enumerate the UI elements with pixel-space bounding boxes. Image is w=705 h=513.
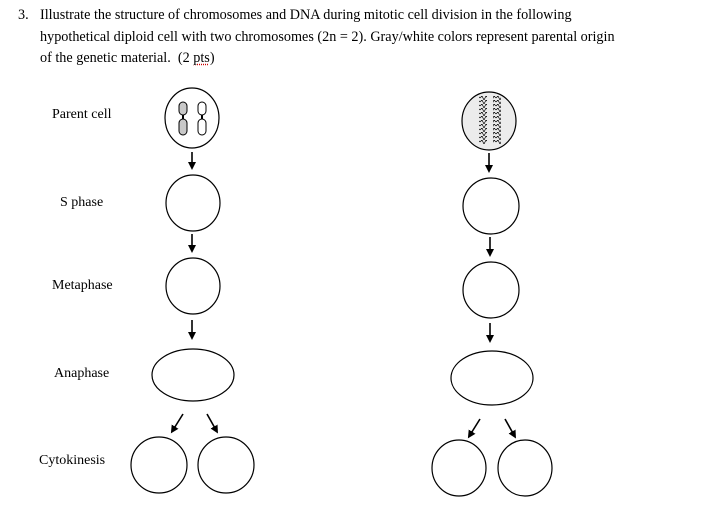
- right-column: [431, 91, 553, 497]
- anaphase-cell: [450, 350, 534, 406]
- daughter-cell: [197, 436, 255, 494]
- metaphase-cell: [165, 257, 221, 315]
- arrow-diagonal-right: [206, 413, 218, 434]
- arrow-diagonal-left: [170, 413, 184, 434]
- arrow-diagonal-left: [467, 418, 481, 439]
- stage-label-parent-cell: Parent cell: [52, 107, 112, 122]
- dna-strand-zigzag: [493, 96, 501, 144]
- daughter-cell: [497, 439, 553, 497]
- dna-strand-zigzag: [479, 96, 487, 144]
- parent-cell-membrane: [164, 87, 220, 149]
- s-phase-cell: [462, 177, 520, 235]
- question-line-3: of the genetic material. (2 pts): [40, 48, 215, 70]
- metaphase-cell: [462, 261, 520, 319]
- question-line-3-text: of the genetic material.: [40, 50, 171, 66]
- arrow-diagonal-right: [504, 418, 516, 439]
- daughter-cell: [431, 439, 487, 497]
- stage-label-metaphase: Metaphase: [52, 278, 113, 293]
- stage-label-cytokinesis: Cytokinesis: [39, 453, 106, 468]
- daughter-cell: [130, 436, 188, 494]
- points-word: pts: [193, 50, 210, 66]
- white-chromosome: [197, 101, 207, 136]
- question-line-1: Illustrate the structure of chromosomes …: [40, 7, 572, 23]
- points-open: (2: [177, 50, 194, 66]
- parent-cell-membrane: [461, 91, 517, 151]
- question-number: 3.: [18, 7, 29, 23]
- left-parent-cell: [164, 87, 220, 149]
- points-close: ): [209, 50, 215, 66]
- s-phase-cell: [165, 174, 221, 232]
- stage-label-s-phase: S phase: [60, 195, 104, 210]
- gray-chromosome: [178, 101, 188, 136]
- question-line-2: hypothetical diploid cell with two chrom…: [40, 28, 615, 45]
- right-parent-cell: [461, 91, 517, 151]
- stage-label-anaphase: Anaphase: [54, 366, 110, 381]
- anaphase-cell: [151, 348, 235, 402]
- left-column: [130, 87, 255, 494]
